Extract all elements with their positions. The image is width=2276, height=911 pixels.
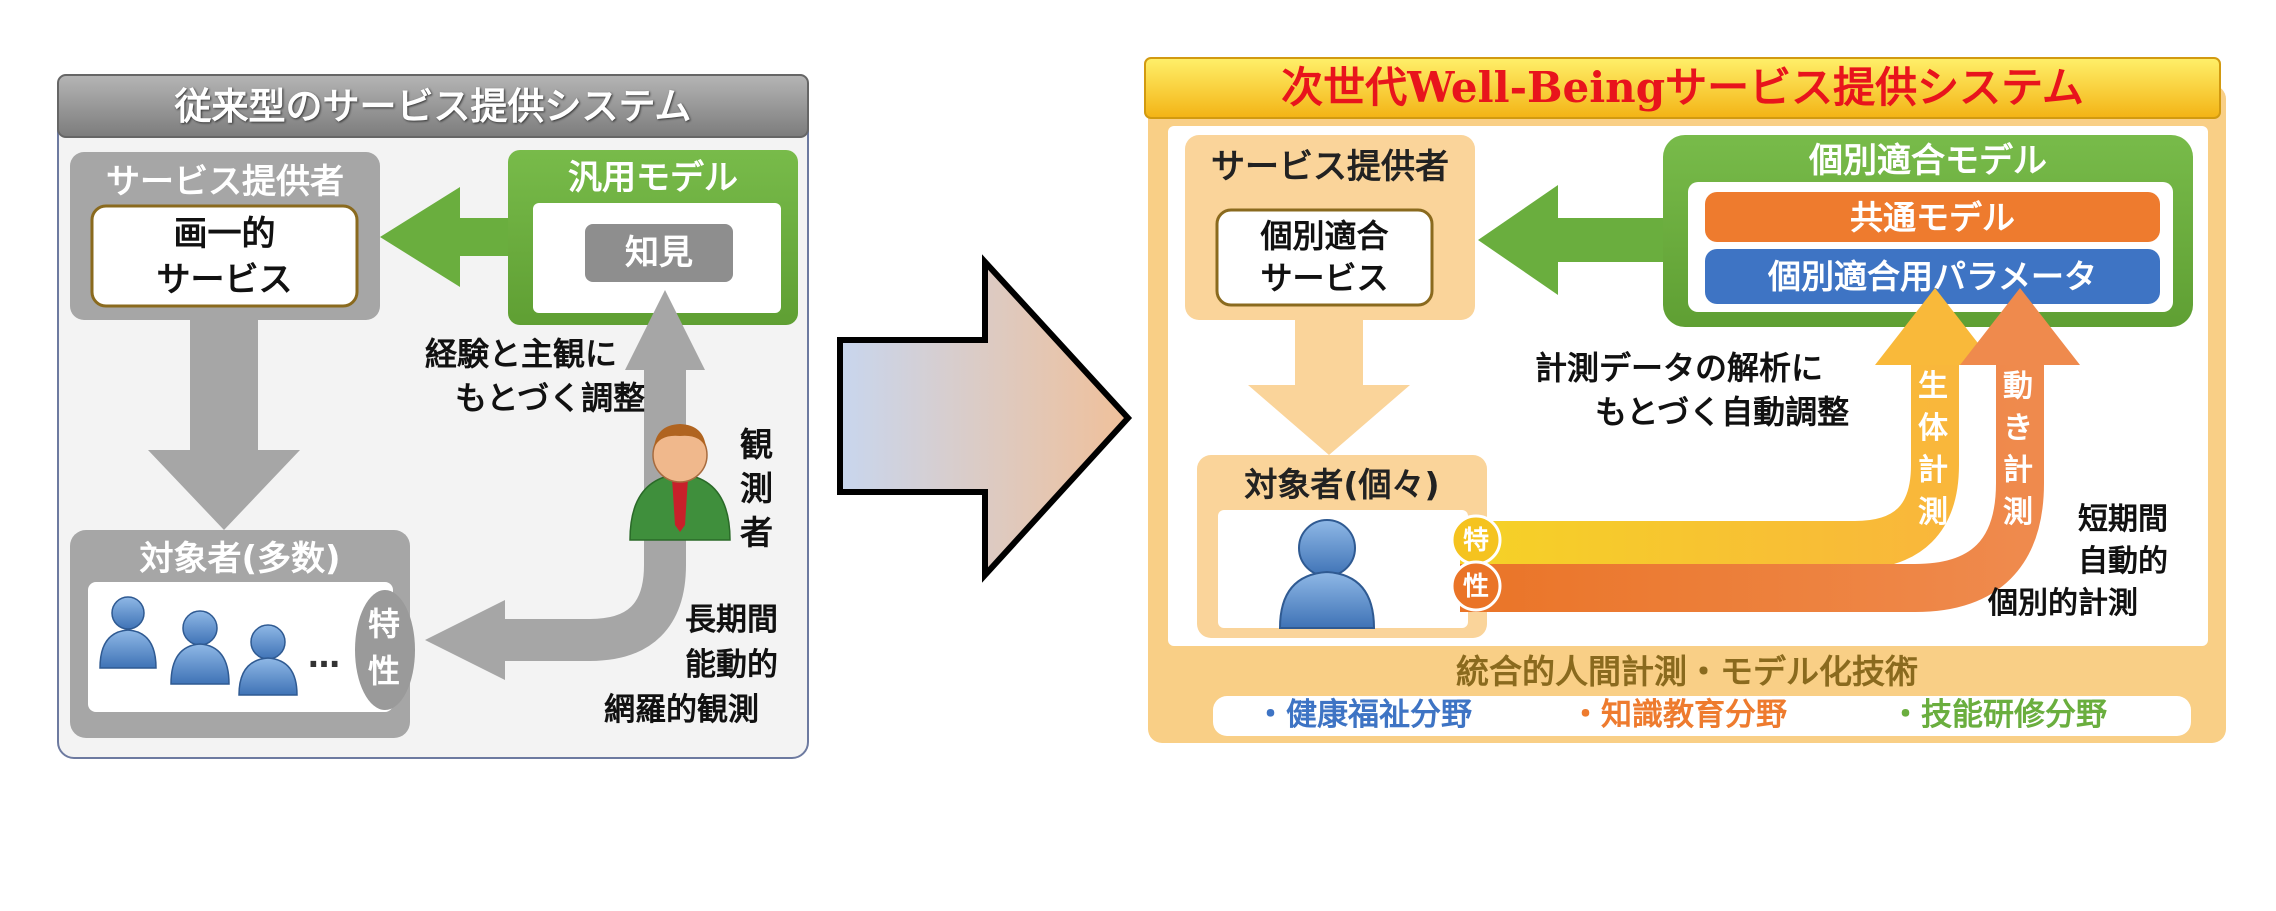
right-service-line1: 個別適合 — [1260, 217, 1389, 255]
left-provider-label: サービス提供者 — [106, 162, 344, 202]
motion-arrowhead — [1960, 288, 2080, 365]
persons-group — [99, 596, 298, 696]
observation-line2: 能動的 — [685, 647, 778, 683]
person-icon — [1278, 519, 1376, 629]
observer-char-2: 測 — [740, 469, 773, 508]
left-adjust-line2: もとづく調整 — [455, 379, 646, 417]
bio-char-4: 測 — [1918, 495, 1948, 530]
motion-arrow — [1460, 360, 2044, 612]
left-green-arrow — [380, 187, 508, 287]
observer-char-3: 者 — [740, 513, 773, 552]
analysis-line1: 計測データの解析に — [1535, 349, 1824, 387]
left-model-label: 汎用モデル — [568, 158, 738, 198]
right-subject-label: 対象者(個々) — [1244, 464, 1440, 504]
measure-line3: 個別的計測 — [1988, 586, 2138, 621]
right-model-label: 個別適合モデル — [1809, 141, 2047, 181]
left-service-box — [90, 204, 359, 308]
left-subjects-label: 対象者(多数) — [139, 539, 341, 579]
params-label: 個別適合用パラメータ — [1767, 257, 2097, 296]
left-adjust-line1: 経験と主観に — [425, 335, 618, 373]
right-provider-label: サービス提供者 — [1211, 147, 1449, 187]
motion-char-1: 動 — [2003, 369, 2033, 404]
left-trait-char-1: 特 — [368, 605, 401, 643]
left-down-arrow — [148, 320, 300, 530]
analysis-line2: もとづく自動調整 — [1595, 393, 1850, 431]
ellipsis: … — [308, 637, 340, 675]
knowledge-box — [585, 224, 733, 282]
observation-line3: 網羅的観測 — [604, 692, 759, 728]
bio-char-2: 体 — [1918, 411, 1948, 446]
right-service-line2: サービス — [1260, 259, 1389, 297]
left-trait-char-2: 性 — [368, 652, 401, 690]
fields-bar — [1213, 696, 2191, 736]
bio-char-1: 生 — [1918, 369, 1948, 404]
bio-arrowhead — [1875, 288, 1995, 365]
right-title-bar — [1144, 57, 2221, 119]
observation-line1: 長期間 — [685, 602, 778, 638]
bio-arrow — [1460, 360, 1959, 569]
left-subjects-inner — [88, 582, 393, 712]
motion-char-2: き — [2003, 411, 2033, 446]
trait-circle-2 — [1450, 560, 1502, 612]
measure-line2: 自動的 — [2078, 544, 2168, 579]
observer-icon — [629, 424, 731, 541]
left-curved-arrowhead-left — [425, 600, 505, 680]
left-service-line2: サービス — [156, 260, 293, 300]
left-service-line1: 画一的 — [173, 214, 276, 254]
common-model-bar — [1705, 192, 2160, 242]
right-trait-char-2: 性 — [1462, 572, 1489, 602]
motion-char-3: 計 — [2003, 453, 2033, 488]
right-service-box — [1215, 208, 1434, 307]
knowledge-label: 知見 — [625, 233, 693, 273]
right-trait-char-1: 特 — [1462, 526, 1489, 556]
right-title-rest: Well-Beingサービス提供システム — [1407, 63, 2084, 112]
observer-char-1: 観 — [740, 425, 773, 464]
motion-char-4: 測 — [2003, 495, 2033, 530]
left-curved-arrowhead-up — [625, 290, 705, 370]
field-skills: ・技能研修分野 — [1890, 697, 2107, 733]
right-green-arrow — [1478, 185, 1663, 295]
right-down-arrow — [1248, 320, 1410, 455]
field-education: ・知識教育分野 — [1570, 697, 1787, 733]
transition-arrow — [837, 254, 1133, 583]
left-title-bar — [57, 74, 809, 138]
left-title: 従来型のサービス提供システム — [174, 84, 692, 128]
measure-line1: 短期間 — [2078, 502, 2168, 537]
left-trait-badge — [355, 590, 415, 710]
params-bar — [1705, 249, 2160, 304]
left-curved-arrow — [505, 360, 686, 661]
right-title-red: 次世代 — [1281, 63, 1408, 112]
tech-label: 統合的人間計測・モデル化技術 — [1456, 651, 1918, 691]
common-model-label: 共通モデル — [1850, 197, 2015, 237]
field-health: ・健康福祉分野 — [1255, 697, 1472, 733]
bio-char-3: 計 — [1918, 453, 1948, 488]
